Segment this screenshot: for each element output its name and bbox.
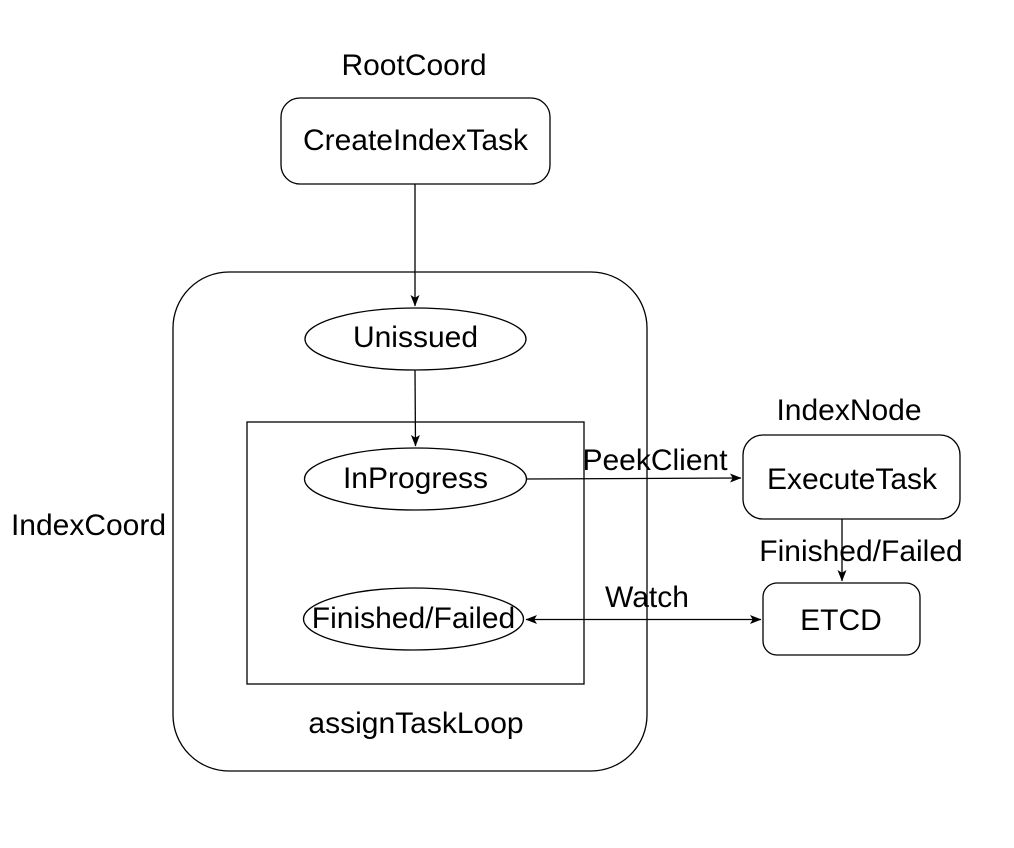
- execute-task-node: [742, 434, 961, 520]
- rootcoord-label: RootCoord: [341, 49, 486, 82]
- peekclient-edge-label: PeekClient: [582, 444, 728, 477]
- execute-task-label: ExecuteTask: [767, 463, 938, 496]
- edge-inprogress-to-executetask: [526, 473, 742, 483]
- etcd-label: ETCD: [800, 604, 882, 637]
- finished-failed-state-label: Finished/Failed: [312, 602, 515, 635]
- etcd-node: [762, 582, 921, 656]
- edge-unissued-to-inprogress: [410, 369, 420, 447]
- indexcoord-container: [172, 271, 648, 772]
- indexcoord-label: IndexCoord: [11, 509, 166, 542]
- create-index-task-label: CreateIndexTask: [303, 124, 529, 157]
- finished-failed-state-node: [302, 587, 525, 651]
- finished-failed-edge-label: Finished/Failed: [759, 535, 962, 568]
- watch-edge-label: Watch: [605, 581, 689, 614]
- assigntaskloop-label: assignTaskLoop: [308, 707, 523, 740]
- unissued-label: Unissued: [353, 321, 478, 354]
- in-progress-label: InProgress: [343, 462, 488, 495]
- indexnode-label: IndexNode: [776, 394, 921, 427]
